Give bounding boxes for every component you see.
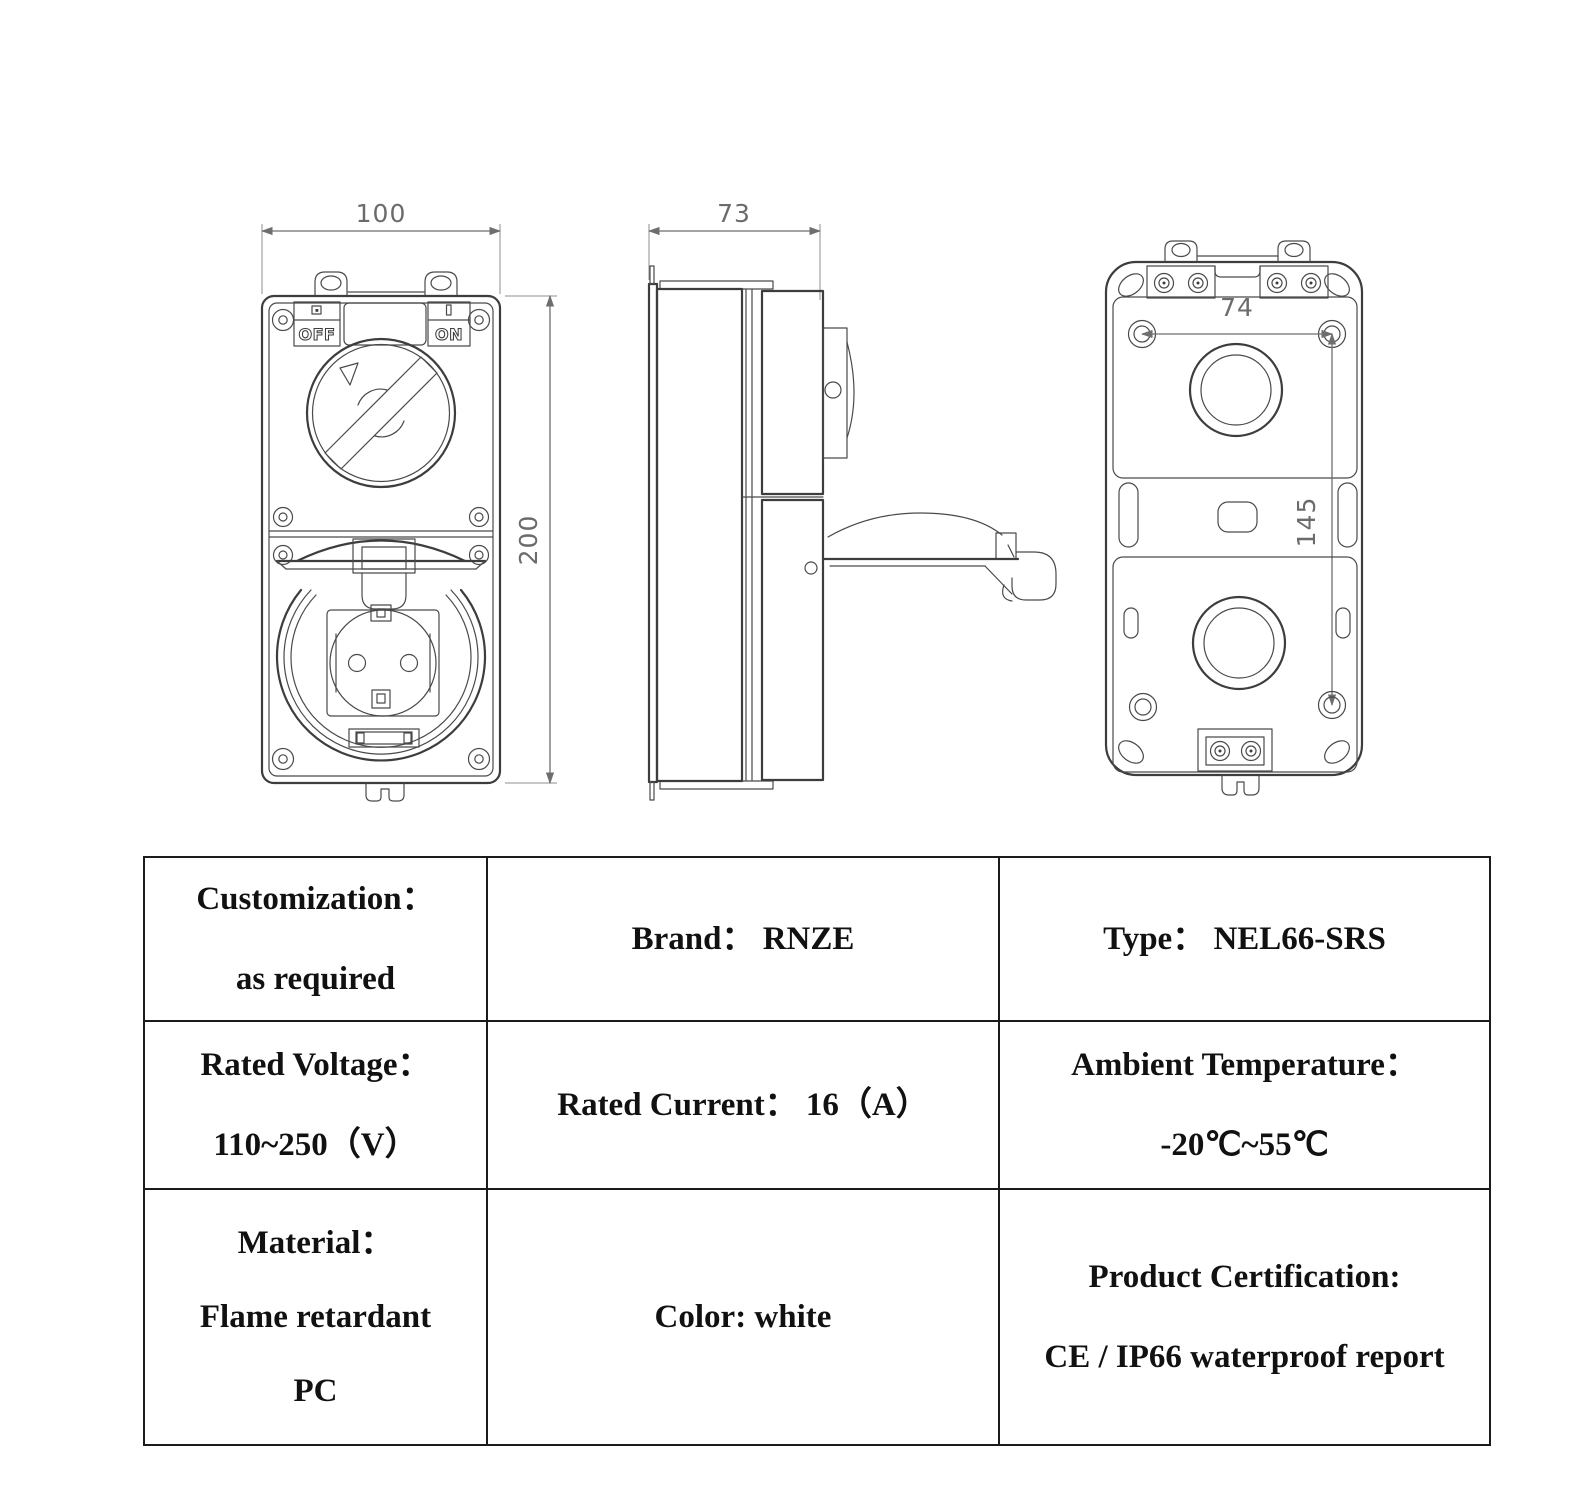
spec-rated-voltage-value: 110~250（V）: [213, 1127, 418, 1163]
terminal-block-bottom: [1197, 728, 1273, 772]
spec-material-value-line2: PC: [293, 1373, 338, 1410]
spec-ambient-temperature-label: Ambient Temperature：: [1071, 1046, 1418, 1083]
spec-certification-value: CE / IP66 waterproof report: [1044, 1339, 1445, 1375]
front-view: 100 OFF: [260, 199, 557, 802]
terminal-blocks-top: [1146, 265, 1329, 299]
spec-customization-value: as required: [235, 961, 396, 997]
rotary-switch-knob: [305, 337, 457, 489]
spec-rated-current-value: Rated Current： 16（A）: [557, 1086, 929, 1123]
spec-brand-value: Brand： RNZE: [631, 920, 855, 957]
technical-drawing: 100 OFF: [260, 199, 1364, 802]
off-indicator: OFF: [293, 301, 341, 347]
spec-color: Color: white: [488, 1190, 1000, 1444]
spec-material: Material： Flame retardant PC: [145, 1190, 488, 1444]
back-hole-spacing-vertical: 145: [1292, 497, 1321, 548]
spec-ambient-temperature-value: -20℃~55℃: [1160, 1127, 1329, 1163]
spec-type: Type： NEL66-SRS: [1000, 858, 1489, 1022]
side-depth-dimension: 73: [717, 199, 751, 228]
socket-lid: [275, 538, 487, 610]
spec-rated-current: Rated Current： 16（A）: [488, 1022, 1000, 1190]
front-height-dimension: 200: [514, 515, 543, 566]
spec-type-value: Type： NEL66-SRS: [1103, 920, 1386, 957]
spec-table: Customization： as required Brand： RNZE T…: [143, 856, 1491, 1446]
side-knob: [822, 327, 855, 459]
socket-pin-hole-right: [399, 653, 419, 673]
back-view: 74 145: [1104, 240, 1364, 796]
front-width-dimension: 100: [356, 199, 407, 228]
spec-color-value: Color: white: [654, 1298, 832, 1335]
spec-customization-label: Customization：: [196, 880, 435, 917]
spec-ambient-temperature: Ambient Temperature： -20℃~55℃: [1000, 1022, 1489, 1190]
spec-rated-voltage: Rated Voltage： 110~250（V）: [145, 1022, 488, 1190]
spec-material-label: Material：: [237, 1224, 394, 1261]
on-label: ON: [435, 325, 463, 344]
spec-certification: Product Certification: CE / IP66 waterpr…: [1000, 1190, 1489, 1444]
spec-rated-voltage-label: Rated Voltage：: [200, 1046, 431, 1083]
spec-brand: Brand： RNZE: [488, 858, 1000, 1022]
back-hole-spacing-horizontal: 74: [1220, 293, 1254, 322]
spec-customization: Customization： as required: [145, 858, 488, 1022]
on-indicator: ON: [427, 301, 471, 347]
spec-material-value-line1: Flame retardant: [199, 1298, 432, 1335]
schuko-socket: [326, 604, 440, 717]
side-open-lid: [804, 512, 1057, 602]
lid-latch: [348, 728, 420, 748]
front-screws: [271, 308, 491, 771]
off-label: OFF: [299, 325, 336, 344]
spec-certification-label: Product Certification:: [1088, 1258, 1401, 1295]
side-view: 73: [647, 199, 1057, 801]
socket-pin-hole-left: [347, 653, 367, 673]
